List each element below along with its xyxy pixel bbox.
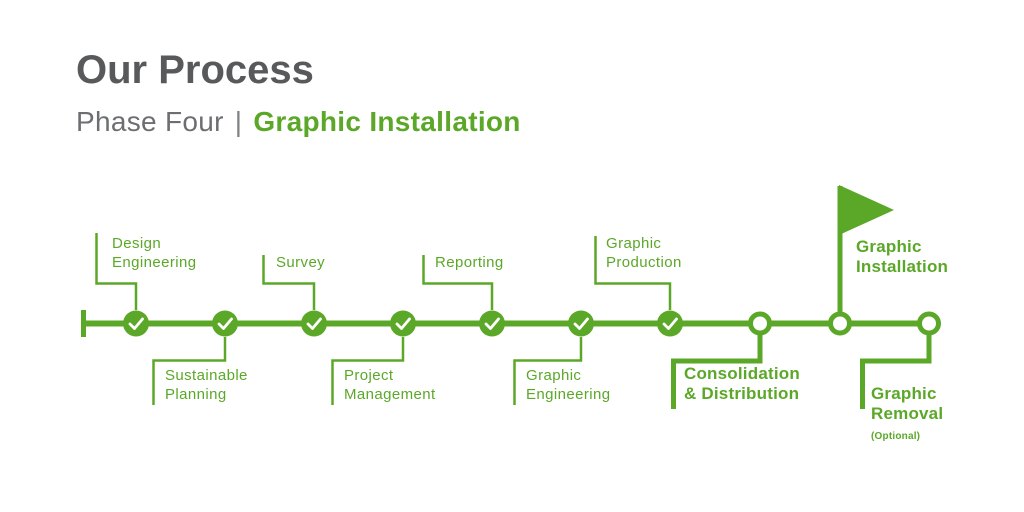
connector-graphic-engineering — [513, 337, 583, 405]
milestone-node-survey — [301, 310, 327, 337]
check-icon — [128, 317, 144, 330]
check-icon — [662, 317, 678, 330]
connector-graphic-production — [594, 236, 672, 310]
connector-reporting — [422, 255, 494, 310]
check-icon — [306, 317, 322, 330]
milestone-label-consolidation-distribution: Consolidation & Distribution — [684, 364, 800, 403]
check-icon — [395, 317, 411, 330]
milestone-node-design-engineering — [123, 310, 149, 337]
milestone-node-graphic-engineering — [568, 310, 594, 337]
connector-survey — [262, 255, 316, 310]
milestone-node-consolidation-distribution — [748, 311, 772, 336]
milestone-label-graphic-engineering: Graphic Engineering — [526, 367, 611, 403]
milestone-node-sustainable-planning — [212, 310, 238, 337]
milestone-label-graphic-removal-text: Graphic Removal — [871, 384, 944, 423]
milestone-sublabel-optional: (Optional) — [871, 431, 921, 442]
milestone-node-reporting — [479, 310, 505, 337]
milestone-label-reporting: Reporting — [435, 254, 504, 271]
milestone-node-graphic-removal — [917, 311, 941, 336]
check-icon — [217, 317, 233, 330]
milestone-label-sustainable-planning: Sustainable Planning — [165, 367, 248, 403]
milestone-label-graphic-production: Graphic Production — [606, 235, 682, 271]
page-title: Our Process — [76, 48, 314, 92]
milestone-label-graphic-installation: Graphic Installation — [856, 237, 949, 276]
flag-icon — [839, 185, 894, 235]
milestone-node-graphic-production — [657, 310, 683, 337]
phase-name: Graphic Installation — [253, 106, 521, 137]
milestone-label-graphic-removal: Graphic Removal (Optional) — [871, 364, 943, 467]
phase-label: Phase Four — [76, 106, 224, 137]
check-icon — [573, 317, 589, 330]
connector-design-engineering — [95, 233, 138, 310]
check-icon — [484, 317, 500, 330]
connector-graphic-removal — [860, 333, 932, 409]
milestone-label-design-engineering: Design Engineering — [112, 235, 197, 271]
milestone-label-project-management: Project Management — [344, 367, 436, 403]
phase-subtitle: Phase Four | Graphic Installation — [76, 106, 521, 138]
connector-project-management — [331, 337, 405, 405]
phase-separator: | — [234, 106, 243, 137]
connector-sustainable-planning — [152, 337, 227, 405]
milestone-node-graphic-installation — [828, 311, 852, 336]
connector-consolidation-distribution — [671, 333, 763, 409]
milestone-node-project-management — [390, 310, 416, 337]
milestone-label-survey: Survey — [276, 254, 326, 271]
